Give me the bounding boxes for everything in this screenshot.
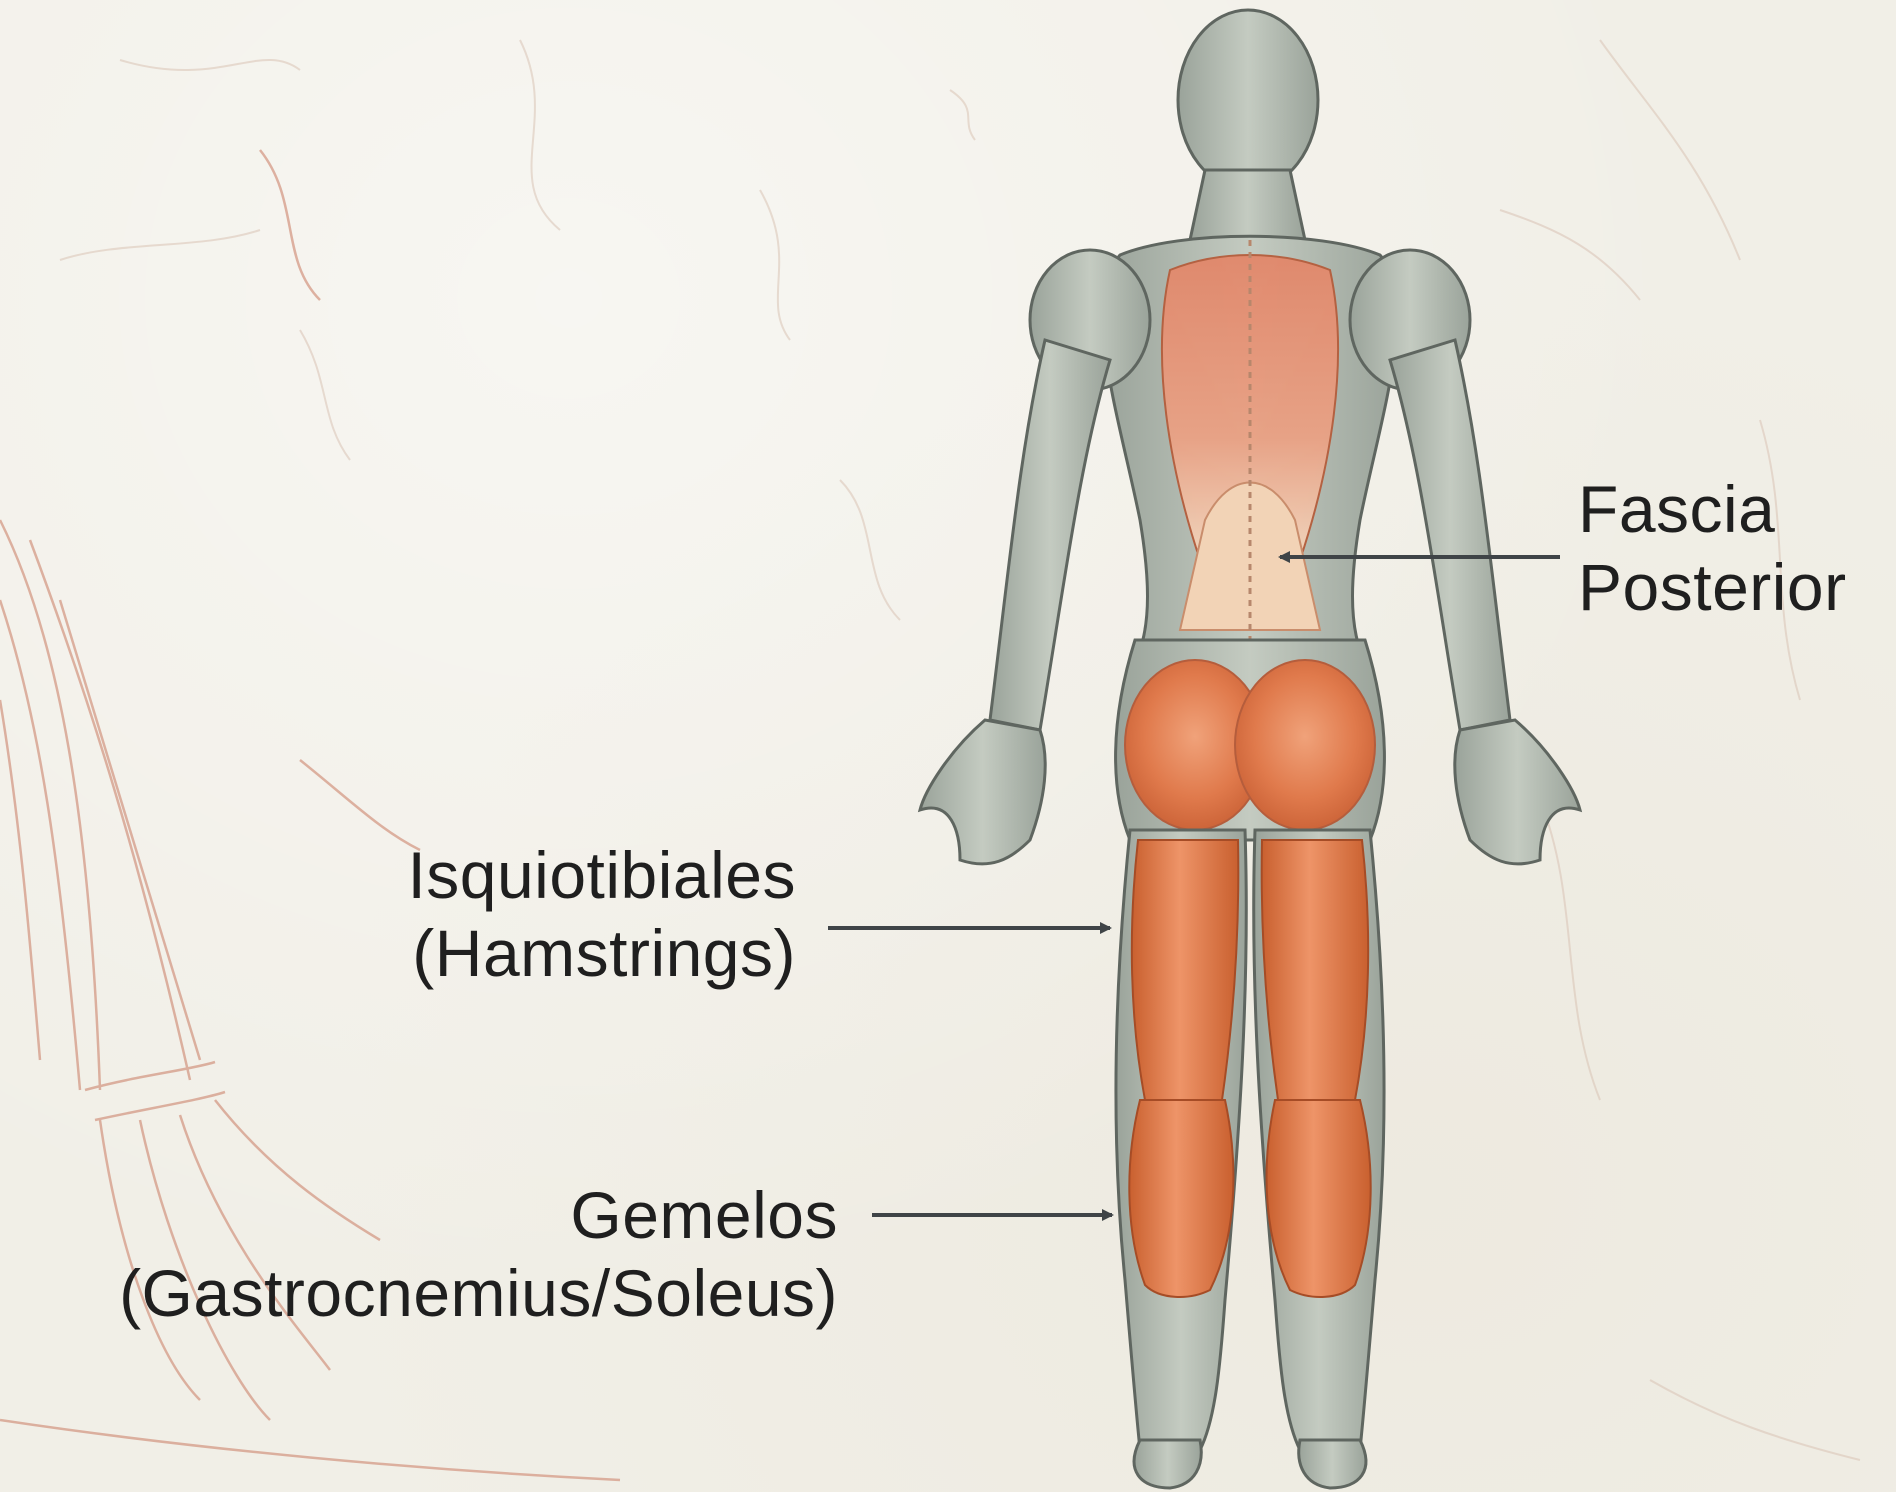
label-gemelos-line1: Gemelos [119, 1176, 838, 1254]
left-foot [1134, 1440, 1201, 1488]
label-hamstrings-line2: (Hamstrings) [407, 914, 796, 992]
left-hamstring [1132, 840, 1238, 1100]
label-gemelos: Gemelos (Gastrocnemius/Soleus) [119, 1176, 838, 1332]
posterior-body-figure [920, 10, 1580, 1488]
left-arm [990, 340, 1110, 730]
left-calf [1129, 1100, 1233, 1297]
right-hand [1455, 720, 1580, 864]
label-hamstrings-line1: Isquiotibiales [407, 836, 796, 914]
label-fascia-line2: Posterior [1578, 548, 1847, 626]
right-arm [1390, 340, 1510, 730]
head [1178, 10, 1318, 190]
label-fascia-posterior: Fascia Posterior [1578, 470, 1847, 626]
right-glute [1235, 660, 1375, 830]
right-hamstring [1262, 840, 1368, 1100]
right-foot [1299, 1440, 1366, 1488]
right-calf [1267, 1100, 1371, 1297]
left-hand [920, 720, 1045, 864]
label-gemelos-line2: (Gastrocnemius/Soleus) [119, 1254, 838, 1332]
label-isquiotibiales: Isquiotibiales (Hamstrings) [407, 836, 796, 992]
label-fascia-line1: Fascia [1578, 470, 1847, 548]
neck [1190, 170, 1305, 240]
